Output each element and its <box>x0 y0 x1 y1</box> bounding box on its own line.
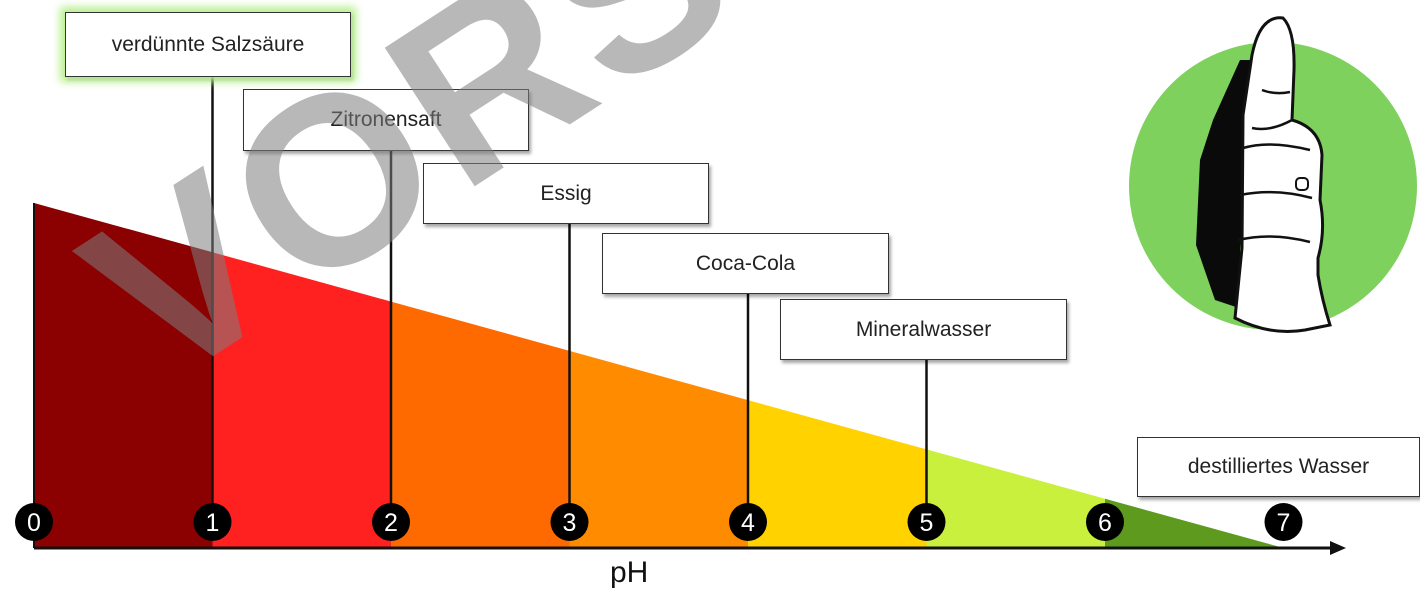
substance-label: Mineralwasser <box>780 299 1067 360</box>
ph-tick-label: 4 <box>741 509 755 537</box>
ph-marker <box>1086 503 1124 541</box>
ph-axis <box>34 541 1346 555</box>
substance-label: Essig <box>423 163 709 224</box>
ph-marker <box>907 503 946 541</box>
ph-segment-6 <box>1105 498 1284 548</box>
ph-segment-4 <box>748 400 927 548</box>
ph-segment-0 <box>34 203 213 548</box>
ph-segment-5 <box>926 449 1105 548</box>
acidity-gradient-wedge <box>33 203 1284 549</box>
ph-marker <box>729 503 767 541</box>
ph-segment-3 <box>569 350 748 548</box>
ph-tick-label: 7 <box>1277 509 1291 537</box>
ph-tick-label: 5 <box>920 509 934 537</box>
thumbs-up-icon <box>1129 16 1417 333</box>
ph-tick-label: 2 <box>384 509 398 537</box>
substance-label: Zitronensaft <box>243 89 529 151</box>
ph-marker <box>550 503 589 541</box>
ph-segment-2 <box>391 301 570 548</box>
ph-tick-label: 6 <box>1098 509 1112 537</box>
ph-tick-label: 3 <box>563 509 577 537</box>
substance-label: Coca-Cola <box>602 233 889 294</box>
ph-marker <box>193 503 232 541</box>
ph-marker <box>15 503 53 541</box>
ph-segment-1 <box>212 252 391 549</box>
ph-axis-label: pH <box>610 556 649 589</box>
ph-markers: 0 1 2 3 4 5 6 7 <box>15 503 1303 541</box>
ph-tick-label: 1 <box>206 509 220 537</box>
ph-marker <box>1264 503 1303 541</box>
substance-label: destilliertes Wasser <box>1137 437 1420 497</box>
leader-lines <box>211 77 928 528</box>
axis-arrow-icon <box>1330 541 1346 555</box>
substance-label: verdünnte Salzsäure <box>65 12 351 77</box>
ph-marker <box>372 503 410 541</box>
ph-tick-label: 0 <box>27 509 41 537</box>
